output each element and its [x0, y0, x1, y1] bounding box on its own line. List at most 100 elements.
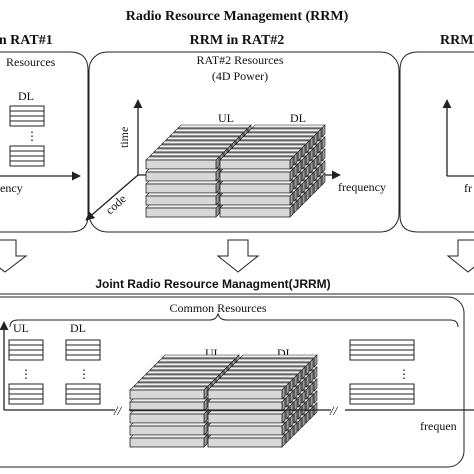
slab-front: [207, 425, 283, 436]
slab-top: [129, 386, 208, 391]
left-dl-stack: [9, 105, 45, 167]
jrrm-dl-upper-slot: [65, 344, 101, 351]
slab-top: [137, 378, 216, 383]
jrrm-ul-lower-slot: [8, 383, 44, 390]
slab-top: [231, 362, 310, 367]
jrrm-dl-ellipsis: ⋮: [78, 367, 90, 381]
center-subtitle-line2: (4D Power): [212, 69, 268, 83]
left-frequency-label: ency: [0, 181, 23, 195]
jrrm-ul-upper-slot: [8, 354, 44, 361]
slab-top: [219, 204, 294, 209]
slab-front: [207, 413, 283, 424]
slab-top: [219, 374, 298, 379]
left-panel-frame: [0, 51, 89, 233]
jrrm-panel: Common Resources UL DL ⋮ ⋮ UL DL ⋮ // //…: [0, 296, 474, 468]
slab-front: [145, 183, 217, 194]
slab-top: [165, 136, 240, 141]
center-panel: RRM in RAT#2 RAT#2 Resources (4D Power) …: [85, 33, 400, 233]
axis-break-2: //: [329, 403, 339, 418]
jrrm-right-lower-slot: [349, 383, 415, 390]
slab-front: [145, 207, 217, 218]
slab-top: [133, 382, 212, 387]
left-panel-title: in RAT#1: [0, 33, 53, 48]
jrrm-ul-lower-slot: [8, 393, 44, 400]
jrrm-right-stack: [349, 339, 415, 405]
jrrm-title: Joint Radio Resource Managment(JRRM): [95, 277, 330, 291]
jrrm-dl-lower-slot: [65, 393, 101, 400]
slab-front: [219, 195, 291, 206]
jrrm-ul-upper-slot: [8, 344, 44, 351]
left-dl-slot: [9, 105, 45, 112]
axis-break-1: //: [113, 403, 123, 418]
slab-front: [219, 159, 291, 170]
slab-top: [157, 358, 236, 363]
slab-top: [177, 124, 252, 129]
slab-top: [129, 422, 208, 427]
slab-top: [145, 180, 220, 185]
common-resources-brace: [9, 312, 459, 328]
slab-top: [141, 374, 220, 379]
slab-front: [129, 389, 205, 400]
right-panel: RRM fr: [399, 33, 474, 233]
jrrm-panel-frame: [0, 296, 465, 468]
jrrm-dl-upper-slot: [65, 339, 101, 346]
left-dl-label: DL: [18, 89, 34, 103]
slab-top: [243, 132, 318, 137]
slab-top: [129, 398, 208, 403]
left-dl-lower-slot: [9, 155, 45, 162]
jrrm-dl-label: DL: [70, 321, 86, 335]
right-frequency-label: fr: [464, 181, 472, 195]
slab-front: [207, 437, 283, 448]
jrrm-right-upper-slot: [349, 344, 415, 351]
slab-front: [129, 413, 205, 424]
slab-top: [227, 148, 302, 153]
jrrm-ul-ellipsis: ⋮: [20, 367, 32, 381]
code-axis: [85, 174, 139, 221]
jrrm-resource-cube: [129, 354, 318, 448]
slab-front: [219, 207, 291, 218]
jrrm-ul-upper-slot: [8, 349, 44, 356]
jrrm-right-lower-slot: [349, 388, 415, 395]
center-panel-frame: [88, 51, 400, 233]
slab-top: [161, 140, 236, 145]
slab-top: [223, 370, 302, 375]
slab-front: [145, 195, 217, 206]
slab-top: [153, 148, 228, 153]
slab-top: [173, 128, 248, 133]
left-dl-lower-slot: [9, 145, 45, 152]
jrrm-right-ellipsis: ⋮: [398, 367, 410, 381]
slab-top: [223, 152, 298, 157]
code-axis-label: code: [103, 192, 129, 218]
jrrm-dl-upper-slot: [65, 349, 101, 356]
jrrm-ul-label: UL: [13, 321, 29, 335]
slab-top: [153, 362, 232, 367]
down-arrow-center: [216, 239, 260, 273]
slab-top: [207, 410, 286, 415]
slab-top: [129, 434, 208, 439]
jrrm-dl-stack: [65, 339, 101, 405]
right-panel-title: RRM: [440, 33, 473, 48]
jrrm-dl-upper-slot: [65, 354, 101, 361]
slab-front: [219, 183, 291, 194]
left-dl-slot: [9, 120, 45, 127]
slab-top: [239, 354, 318, 359]
jrrm-right-lower-slot: [349, 398, 415, 405]
slab-top: [211, 382, 290, 387]
slab-top: [219, 156, 294, 161]
slab-top: [235, 358, 314, 363]
slab-top: [169, 132, 244, 137]
axis-break-gap-1: [115, 404, 129, 416]
down-arrow-left: [0, 239, 28, 273]
slab-top: [231, 144, 306, 149]
slab-top: [251, 124, 326, 129]
slab-top: [161, 354, 240, 359]
jrrm-right-upper-slot: [349, 339, 415, 346]
center-panel-title: RRM in RAT#2: [190, 33, 285, 48]
jrrm-right-upper-slot: [349, 349, 415, 356]
slab-front: [219, 171, 291, 182]
frequency-axis-label: frequency: [338, 180, 386, 194]
slab-top: [247, 128, 322, 133]
left-panel-subtitle: Resources: [6, 55, 56, 69]
slab-top: [145, 168, 220, 173]
right-panel-frame: [399, 51, 474, 233]
